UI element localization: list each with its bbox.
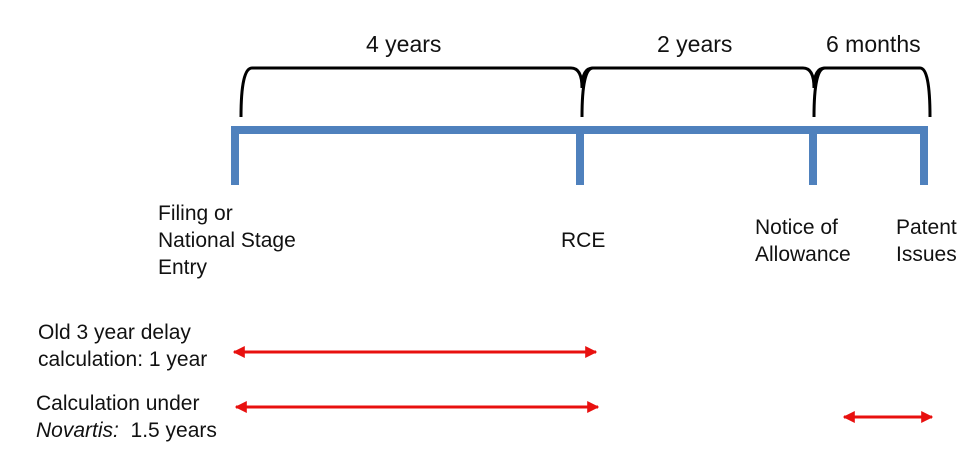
milestone-issue-line1: Patent <box>896 216 957 239</box>
novartis-case-name: Novartis: <box>36 419 119 442</box>
milestone-allowance-label: Notice of Allowance <box>755 214 851 268</box>
novartis-calculation-line1: Calculation under <box>36 392 200 415</box>
duration-label-2-years: 2 years <box>657 31 733 57</box>
milestone-filing-line1: Filing or <box>158 202 233 225</box>
milestone-rce-line1: RCE <box>561 229 606 252</box>
milestone-filing-label: Filing or National Stage Entry <box>158 200 296 281</box>
milestone-allowance-line1: Notice of <box>755 216 838 239</box>
milestone-issue-label: Patent Issues <box>896 214 957 268</box>
novartis-calculation-line2: Novartis: 1.5 years <box>36 417 217 444</box>
novartis-calculation-value: 1.5 years <box>118 419 217 442</box>
duration-label-4-years: 4 years <box>366 31 442 57</box>
old-calculation-label: Old 3 year delay calculation: 1 year <box>38 319 207 373</box>
milestone-filing-line3: Entry <box>158 256 208 279</box>
milestone-filing-line2: National Stage <box>158 229 296 252</box>
milestone-allowance-line2: Allowance <box>755 243 851 266</box>
old-calculation-line2: calculation: 1 year <box>38 348 208 371</box>
old-calculation-line1: Old 3 year delay <box>38 321 191 344</box>
brace-4-years <box>239 66 594 118</box>
novartis-calculation-label: Calculation under Novartis: 1.5 years <box>36 390 217 444</box>
milestone-issue-line2: Issues <box>896 243 957 266</box>
milestone-rce-label: RCE <box>561 227 605 254</box>
brace-2-years <box>580 66 826 118</box>
duration-label-6-months: 6 months <box>826 31 921 57</box>
brace-6-months <box>812 66 932 118</box>
